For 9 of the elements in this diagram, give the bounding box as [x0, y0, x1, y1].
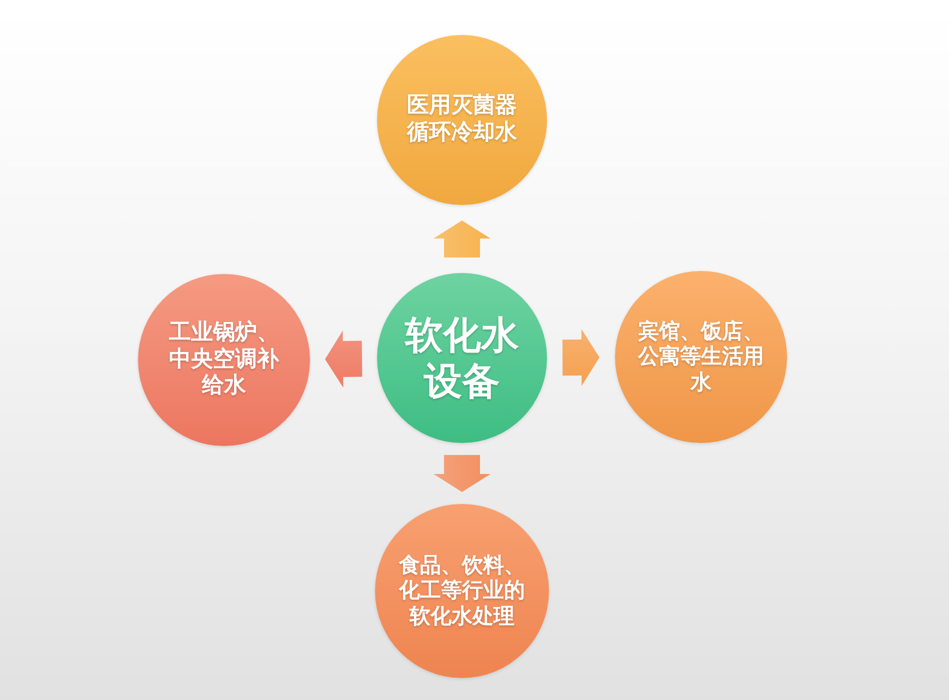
block-arrow — [562, 329, 600, 386]
block-arrow — [434, 220, 490, 258]
center-title: 软化水设备 — [405, 312, 519, 404]
circle-label: 工业锅炉、中央空调补给水 — [169, 320, 279, 400]
circle-label: 医用灭菌器循环冷却水 — [407, 93, 517, 147]
block-arrow — [434, 455, 490, 492]
circle-label: 食品、饮料、化工等行业的软化水处理 — [399, 552, 525, 630]
block-arrow — [325, 330, 362, 388]
circle-label: 宾馆、饭店、公寓等生活用水 — [638, 318, 764, 396]
